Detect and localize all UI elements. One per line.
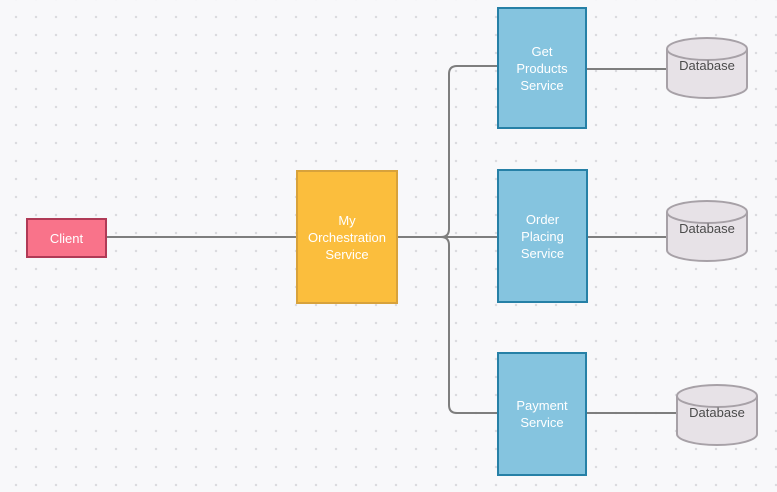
node-orchestration-service[interactable]: My Orchestration Service (296, 170, 398, 304)
node-database-middle-label: Database (679, 221, 735, 236)
edge-orchestration-get-products[interactable] (398, 65, 497, 238)
node-client-label: Client (49, 230, 84, 246)
node-database-top-label: Database (679, 58, 735, 73)
node-order-placing-service[interactable]: Order Placing Service (497, 169, 588, 303)
edge-orchestration-payment[interactable] (398, 236, 497, 414)
node-orchestration-service-label: My Orchestration Service (307, 212, 387, 262)
node-client[interactable]: Client (26, 218, 107, 258)
node-get-products-service[interactable]: Get Products Service (497, 7, 587, 129)
node-order-placing-service-label: Order Placing Service (520, 211, 565, 261)
database-cylinder-icon (666, 37, 748, 99)
node-database-middle[interactable]: Database (666, 200, 748, 262)
database-cylinder-icon (666, 200, 748, 262)
node-payment-service-label: Payment Service (516, 398, 568, 430)
node-payment-service[interactable]: Payment Service (497, 352, 587, 476)
database-cylinder-icon (676, 384, 758, 446)
node-database-top[interactable]: Database (666, 37, 748, 99)
node-database-bottom[interactable]: Database (676, 384, 758, 446)
node-database-bottom-label: Database (689, 405, 745, 420)
node-get-products-service-label: Get Products Service (516, 43, 568, 93)
